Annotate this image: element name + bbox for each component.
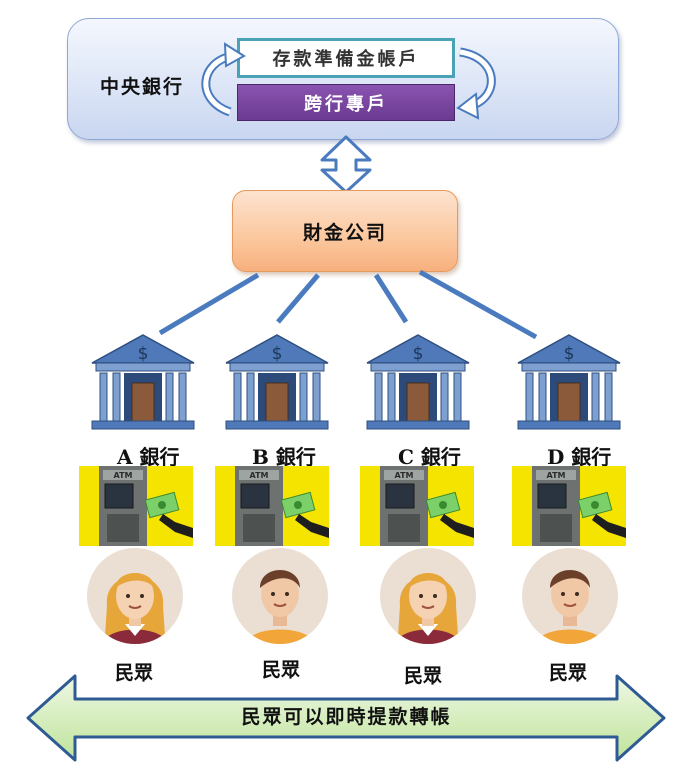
bank-building-icon: $	[517, 334, 621, 430]
svg-text:$: $	[272, 344, 283, 364]
avatar-woman-icon	[87, 548, 183, 644]
connector-line-d	[418, 269, 538, 340]
svg-text:$: $	[138, 344, 149, 364]
svg-text:$: $	[564, 344, 575, 364]
people-label-a: 民眾	[115, 662, 154, 684]
atm-icon: ATM	[512, 466, 626, 546]
avatar-man-icon	[232, 548, 328, 644]
connector-line-c	[373, 273, 409, 324]
bank-label-d: D 銀行	[547, 445, 612, 469]
bank-building-icon: $	[91, 334, 195, 430]
svg-text:ATM: ATM	[114, 471, 133, 480]
reserve-account-box: 存款準備金帳戶	[237, 38, 455, 78]
svg-text:ATM: ATM	[395, 471, 414, 480]
people-label-b: 民眾	[262, 659, 301, 681]
bank-label-a: A 銀行	[117, 445, 180, 469]
svg-text:ATM: ATM	[250, 471, 269, 480]
interbank-account-box: 跨行專戶	[237, 84, 455, 121]
atm-icon: ATM	[360, 466, 474, 546]
bottom-arrow-label: 民眾可以即時提款轉帳	[241, 706, 452, 728]
atm-icon: ATM	[215, 466, 329, 546]
bank-label-b: B 銀行	[252, 445, 316, 469]
people-label-d: 民眾	[549, 662, 588, 684]
bank-building-icon: $	[366, 334, 470, 430]
central-bank-label: 中央銀行	[100, 76, 185, 98]
connector-line-a	[158, 272, 260, 336]
fisc-box: 財金公司	[232, 190, 458, 272]
connector-line-b	[276, 273, 320, 324]
people-label-c: 民眾	[404, 665, 443, 687]
avatar-man-icon	[522, 548, 618, 644]
atm-icon: ATM	[79, 466, 193, 546]
svg-text:$: $	[413, 344, 424, 364]
bank-building-icon: $	[225, 334, 329, 430]
bank-label-c: C 銀行	[398, 445, 461, 469]
svg-text:ATM: ATM	[547, 471, 566, 480]
avatar-woman-icon	[380, 548, 476, 644]
